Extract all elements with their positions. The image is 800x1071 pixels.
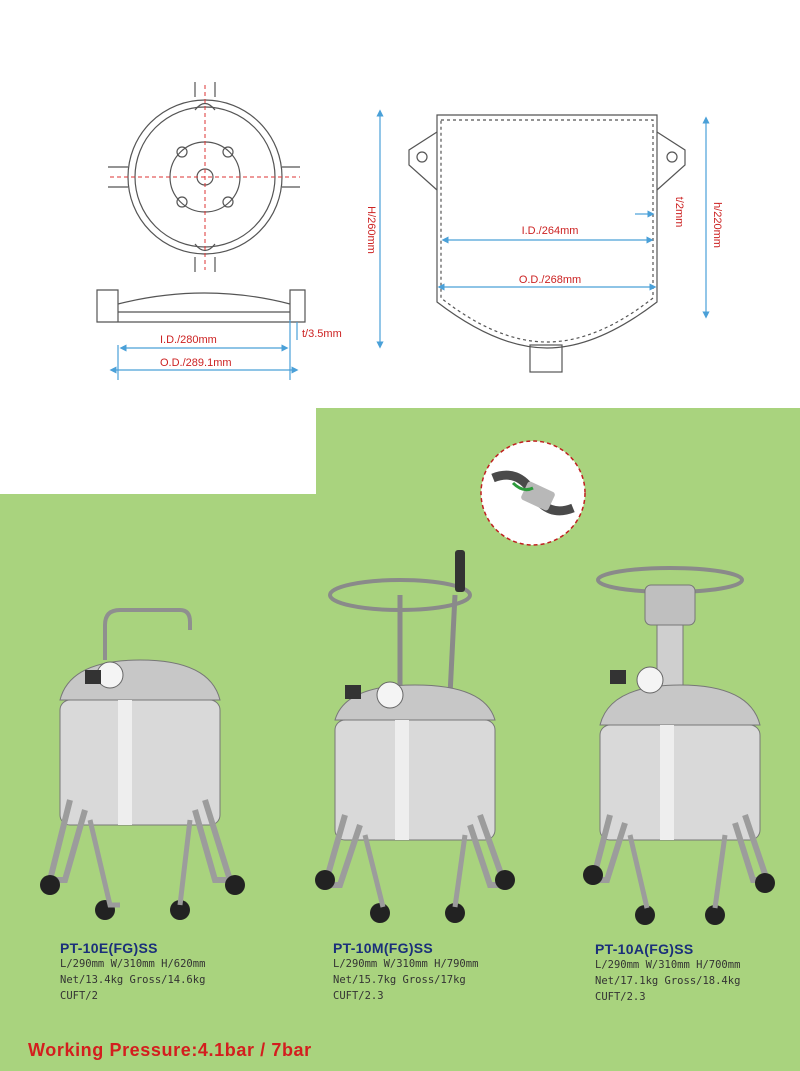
product-model-pt10m: PT-10M(FG)SS: [333, 940, 434, 956]
lid-side-view-icon: [96, 289, 306, 380]
product-weight: Net/15.7kg Gross/17kg: [333, 974, 466, 986]
tank-inner-diameter-label: I.D./264mm: [522, 225, 579, 237]
product-cuft: CUFT/2.3: [595, 991, 646, 1003]
product-specs-pt10m: L/290mm W/310mm H/790mm Net/15.7kg Gross…: [333, 956, 478, 1004]
product-specs-pt10e: L/290mm W/310mm H/620mm Net/13.4kg Gross…: [60, 956, 205, 1004]
pressure-tank-pt10m-icon: [315, 550, 515, 923]
lid-thickness-label: t/3.5mm: [302, 328, 342, 340]
pressure-tank-pt10e-icon: [40, 608, 245, 920]
product-dims: L/290mm W/310mm H/790mm: [333, 958, 479, 970]
pressure-tank-pt10a-icon: [583, 566, 775, 925]
tank-wall-thickness-label: t/2mm: [673, 197, 685, 228]
lid-outer-diameter-label: O.D./289.1mm: [160, 357, 232, 369]
product-dims: L/290mm W/310mm H/700mm: [595, 959, 741, 971]
tank-top-view-icon: [108, 82, 300, 272]
product-specs-pt10a: L/290mm W/310mm H/700mm Net/17.1kg Gross…: [595, 957, 740, 1005]
product-model-pt10a: PT-10A(FG)SS: [595, 941, 694, 957]
tank-inner-height-label: h/220mm: [711, 202, 723, 248]
product-weight: Net/17.1kg Gross/18.4kg: [595, 975, 741, 987]
working-pressure-footer: Working Pressure:4.1bar / 7bar: [28, 1040, 312, 1060]
product-weight: Net/13.4kg Gross/14.6kg: [60, 974, 206, 986]
hose-detail-inset-icon: [480, 440, 586, 546]
product-dims: L/290mm W/310mm H/620mm: [60, 958, 206, 970]
tank-height-label: H/260mm: [365, 206, 377, 254]
product-cuft: CUFT/2: [60, 990, 98, 1002]
tank-cross-section-icon: [376, 109, 710, 373]
tank-outer-diameter-label: O.D./268mm: [519, 274, 581, 286]
product-model-pt10e: PT-10E(FG)SS: [60, 940, 158, 956]
lid-inner-diameter-label: I.D./280mm: [160, 334, 217, 346]
technical-drawings: I.D./280mm O.D./289.1mm t/3.5mm H/260mm …: [96, 82, 723, 380]
product-cuft: CUFT/2.3: [333, 990, 384, 1002]
